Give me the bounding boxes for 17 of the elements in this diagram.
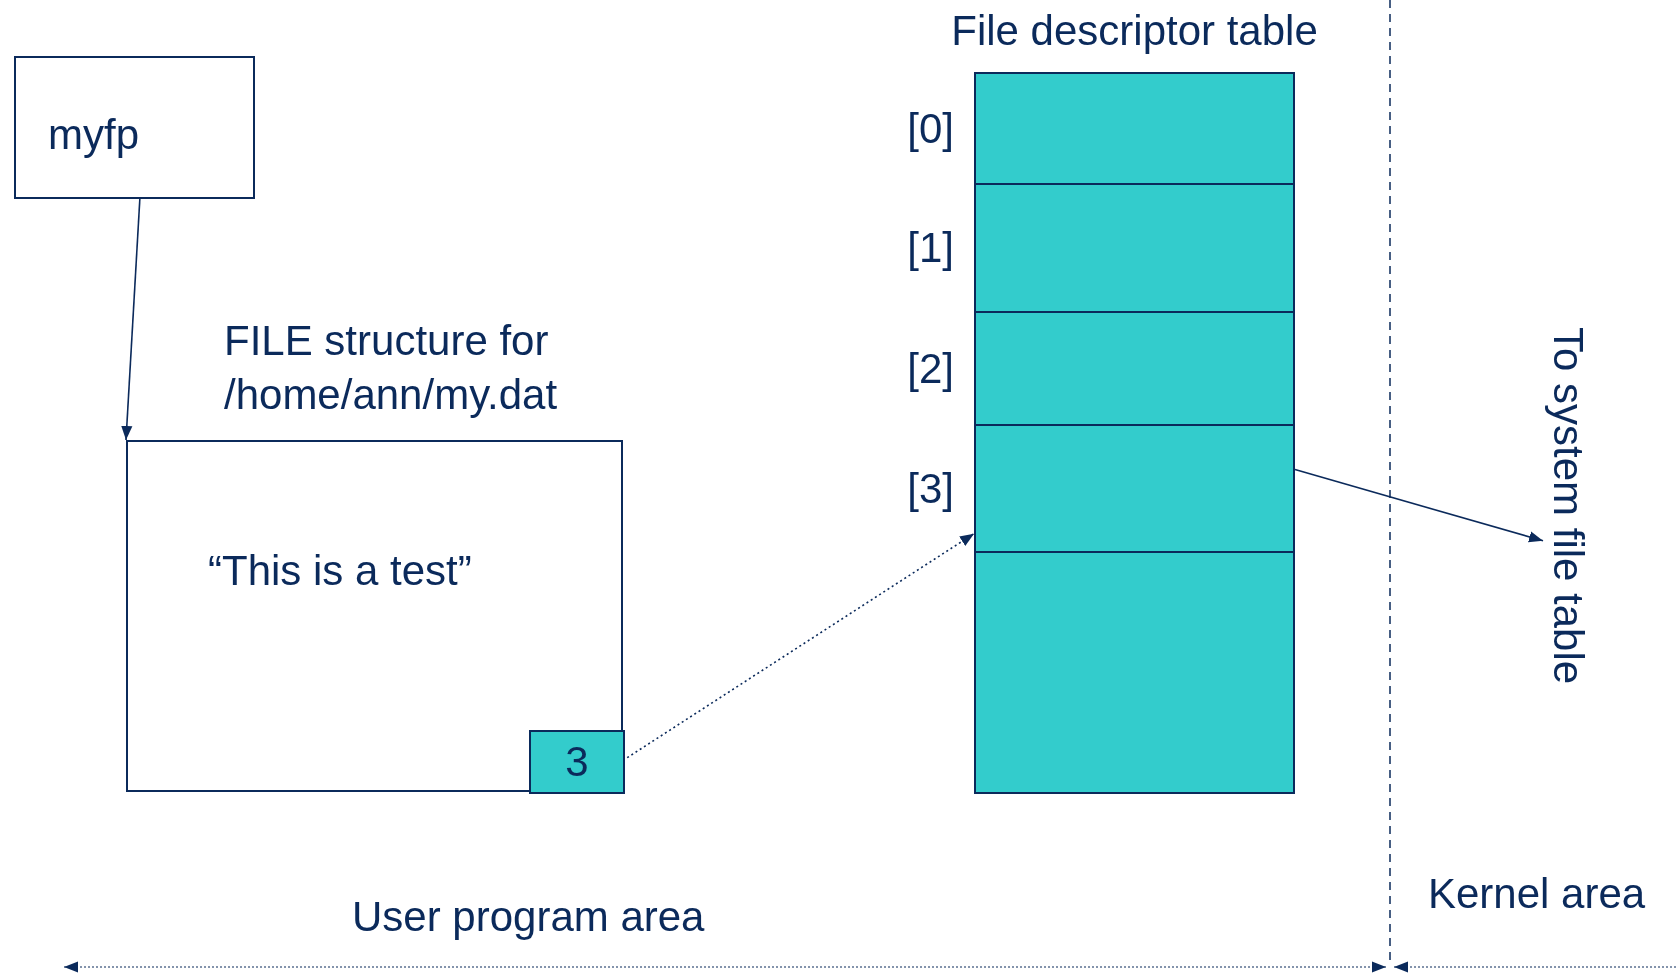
descriptor-cell xyxy=(529,730,625,794)
arrow xyxy=(1294,468,1544,543)
index-label: [1] xyxy=(907,227,954,269)
index-label: [2] xyxy=(907,347,954,390)
variable-name: myfp xyxy=(48,114,139,156)
table-title: File descriptor table xyxy=(950,10,1319,52)
area-label: User program area xyxy=(352,896,705,938)
area-label: Kernel area xyxy=(1428,873,1646,915)
pointer-box xyxy=(14,56,255,199)
index-label: [0] xyxy=(907,107,954,150)
structure-heading: FILE structure for /home/ann/my.dat xyxy=(224,316,559,420)
string-value: “This is a test” xyxy=(208,550,472,592)
index-label: [3] xyxy=(907,467,954,510)
arrow xyxy=(121,198,141,441)
vertical-text: To system file table xyxy=(1547,327,1589,685)
cell-value: 3 xyxy=(565,741,589,783)
table-row xyxy=(974,551,1295,794)
